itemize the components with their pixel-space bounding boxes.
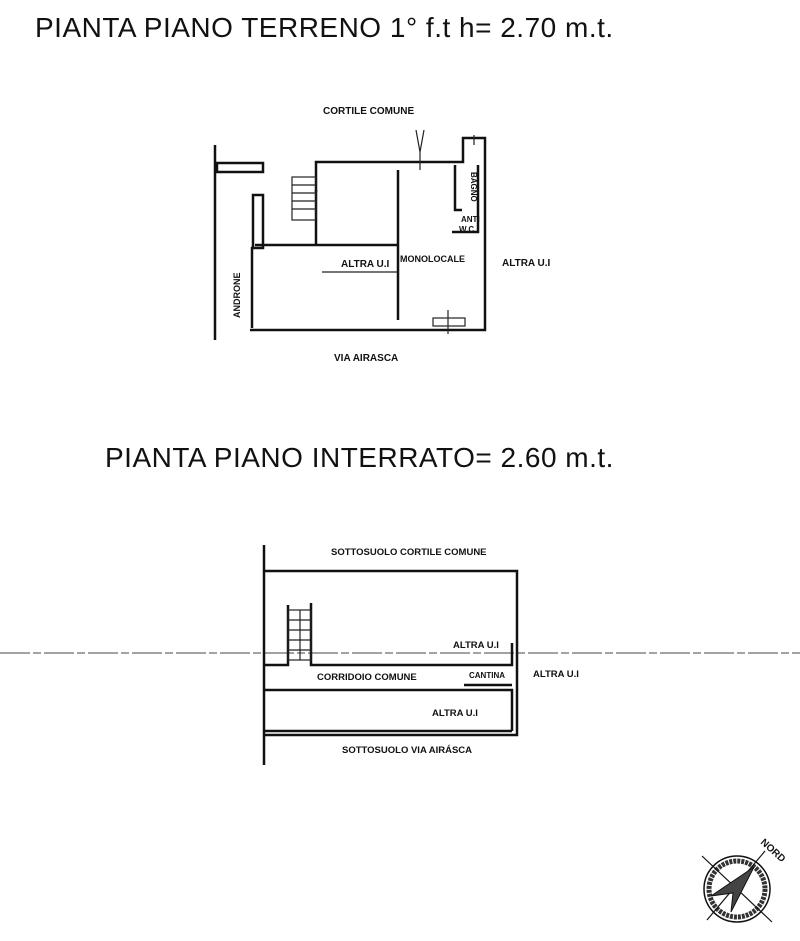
label-sottosuolo-via: SOTTOSUOLO VIA AIRÁSCA [342,745,472,756]
label-monolocale: MONOLOCALE [400,254,465,264]
label-via-airasca: VIA AIRASCA [334,353,398,364]
basement-title: PIANTA PIANO INTERRATO= 2.60 m.t. [105,442,614,473]
label-altra-ui-lower: ALTRA U.I [432,708,478,719]
basement-plan: SOTTOSUOLO CORTILE COMUNE SOTTOSUOLO VIA… [0,545,800,765]
north-arrow-icon: NORD [701,837,787,923]
label-wc: W.C. [459,225,476,234]
label-altra-ui-room: ALTRA U.I [341,259,390,270]
label-altra-ui-upper: ALTRA U.I [453,640,499,651]
label-altra-ui-east: ALTRA U.I [502,258,551,269]
ground-floor-plan: CORTILE COMUNE VIA AIRASCA ANDRONE ALTRA… [213,106,551,364]
compass-label: NORD [758,837,787,865]
label-cortile-comune: CORTILE COMUNE [323,106,414,117]
label-sottosuolo-cortile: SOTTOSUOLO CORTILE COMUNE [331,547,487,558]
label-anti: ANTI [461,215,480,224]
label-corridoio-comune: CORRIDOIO COMUNE [317,672,417,683]
entrance-arrow-icon [415,129,425,170]
label-androne: ANDRONE [232,272,242,318]
label-altra-ui-east: ALTRA U.I [533,669,579,680]
label-cantina: CANTINA [469,671,505,680]
label-bagno: BAGNO [469,172,478,202]
ground-floor-title: PIANTA PIANO TERRENO 1° f.t h= 2.70 m.t. [35,12,614,43]
